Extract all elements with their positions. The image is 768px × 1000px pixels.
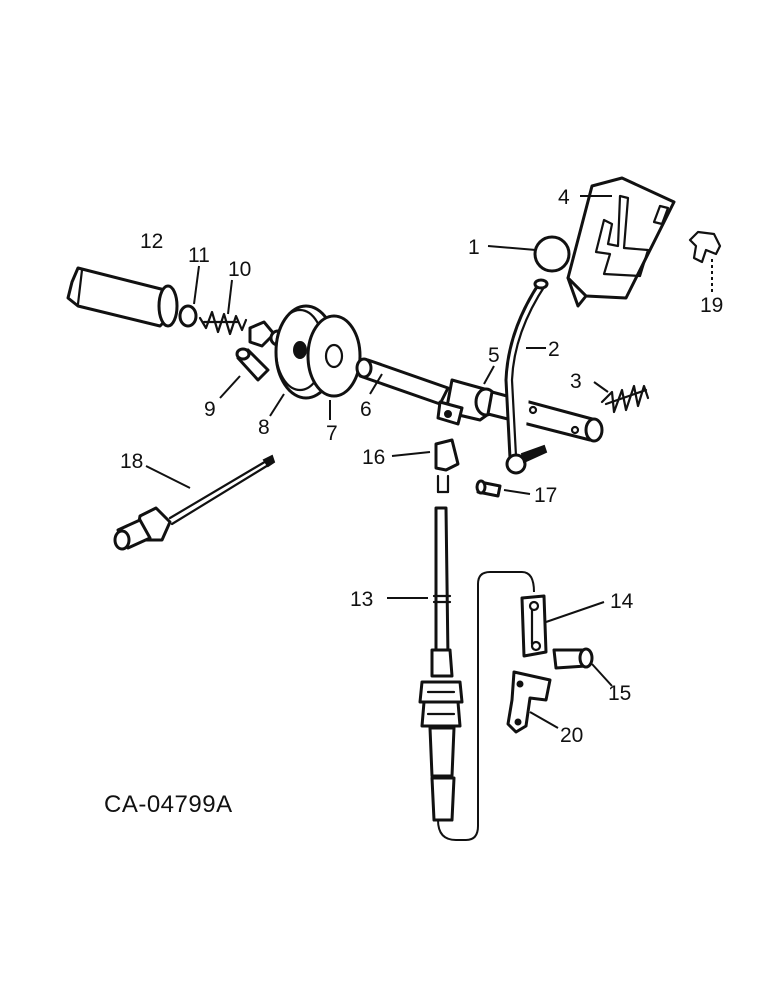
part-17-pin: [475, 479, 502, 498]
callout-9: 9: [204, 398, 216, 421]
callout-19: 19: [700, 294, 723, 317]
part-14-clevis-plate: [520, 594, 548, 658]
callout-1: 1: [468, 236, 480, 259]
part-11-washer: [178, 304, 198, 328]
leader-lines: [145, 195, 713, 729]
part-3-spring: [600, 384, 650, 414]
callout-6: 6: [360, 398, 372, 421]
callout-labels: 1 2 3 4 5 6 7 8 9 10 11 12 13 14 15 16 1…: [120, 186, 723, 747]
part-9-pin: [235, 347, 270, 382]
part-1-knob: [533, 235, 571, 273]
part-13-threaded-rod: [418, 506, 464, 822]
callout-18: 18: [120, 450, 143, 473]
part-7-disc: [306, 314, 362, 398]
part-2-lever-rod: [504, 278, 549, 475]
part-4-gate-plate: [566, 176, 676, 308]
part-15-pin: [552, 647, 594, 670]
cross-shaft: [486, 390, 604, 443]
callout-17: 17: [534, 484, 557, 507]
callout-2: 2: [548, 338, 560, 361]
callout-14: 14: [610, 590, 634, 613]
part-12-handle-grip: [66, 266, 179, 328]
callout-5: 5: [488, 344, 500, 367]
callout-7: 7: [326, 422, 338, 445]
part-16-clevis: [434, 438, 460, 494]
callout-12: 12: [140, 230, 163, 253]
part-18-rod-with-nut: [113, 454, 276, 551]
figure-reference-code: CA-04799A: [104, 791, 233, 818]
part-19-bracket: [688, 230, 722, 264]
callout-4: 4: [558, 186, 570, 209]
part-10-spring: [198, 310, 248, 336]
callout-20: 20: [560, 724, 583, 747]
callout-15: 15: [608, 682, 631, 705]
callout-13: 13: [350, 588, 373, 611]
callout-8: 8: [258, 416, 270, 439]
connecting-line: [437, 571, 535, 841]
part-20-bracket: [506, 670, 552, 734]
callout-3: 3: [570, 370, 582, 393]
callout-16: 16: [362, 446, 385, 469]
callout-10: 10: [228, 258, 251, 281]
callout-11: 11: [188, 244, 210, 267]
